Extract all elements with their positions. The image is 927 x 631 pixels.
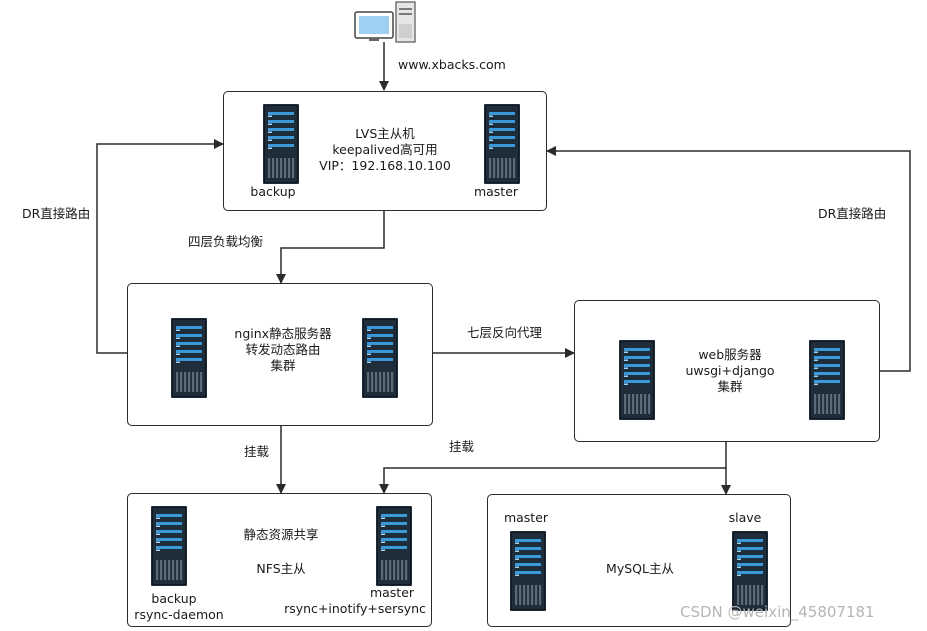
l4-label: 四层负载均衡 — [188, 234, 264, 249]
edge-dr-left — [96, 139, 224, 354]
server-icon — [362, 318, 398, 398]
mysql-slave-label: slave — [728, 510, 762, 525]
server-icon — [171, 318, 207, 398]
lvs-backup-label: backup — [250, 184, 296, 199]
computer-icon — [354, 1, 416, 43]
nginx-line-2: 转发动态路由 — [245, 342, 321, 357]
client-url-label: www.xbacks.com — [398, 57, 506, 72]
web-line-1: web服务器 — [698, 347, 762, 362]
nginx-line-1: nginx静态服务器 — [234, 326, 332, 341]
nginx-line-3: 集群 — [270, 358, 296, 373]
server-icon — [376, 506, 412, 586]
server-icon — [809, 340, 845, 420]
mysql-master-label: master — [503, 510, 549, 525]
dr-left-label: DR直接路由 — [22, 206, 91, 221]
edge-dr-right — [546, 146, 911, 372]
l7-label: 七层反向代理 — [467, 325, 543, 340]
server-icon — [151, 506, 187, 586]
lvs-line-1: LVS主从机 — [355, 126, 415, 141]
nfs-master-sub: rsync+inotify+sersync — [284, 601, 426, 616]
mysql-title: MySQL主从 — [606, 561, 674, 576]
edge-web-nfs — [379, 441, 727, 494]
mount-nginx-label: 挂载 — [244, 444, 270, 459]
web-line-2: uwsgi+django — [685, 363, 775, 378]
nfs-share-label: 静态资源共享 — [243, 527, 319, 542]
dr-right-label: DR直接路由 — [818, 206, 887, 221]
server-icon — [484, 104, 520, 184]
server-icon — [263, 104, 299, 184]
server-icon — [510, 531, 546, 611]
lvs-line-2: keepalived高可用 — [332, 142, 438, 157]
watermark: CSDN @weixin_45807181 — [680, 603, 875, 621]
server-icon — [732, 531, 768, 611]
nfs-backup-label: backup — [151, 591, 197, 606]
web-line-3: 集群 — [717, 379, 743, 394]
lvs-master-label: master — [473, 184, 519, 199]
lvs-line-3: VIP：192.168.10.100 — [319, 158, 451, 173]
server-icon — [619, 340, 655, 420]
nfs-title: NFS主从 — [256, 561, 306, 576]
edge-lvs-nginx — [276, 210, 385, 284]
nfs-master-label: master — [369, 585, 415, 600]
mount-web-label: 挂载 — [449, 439, 475, 454]
nfs-backup-sub: rsync-daemon — [134, 607, 224, 622]
